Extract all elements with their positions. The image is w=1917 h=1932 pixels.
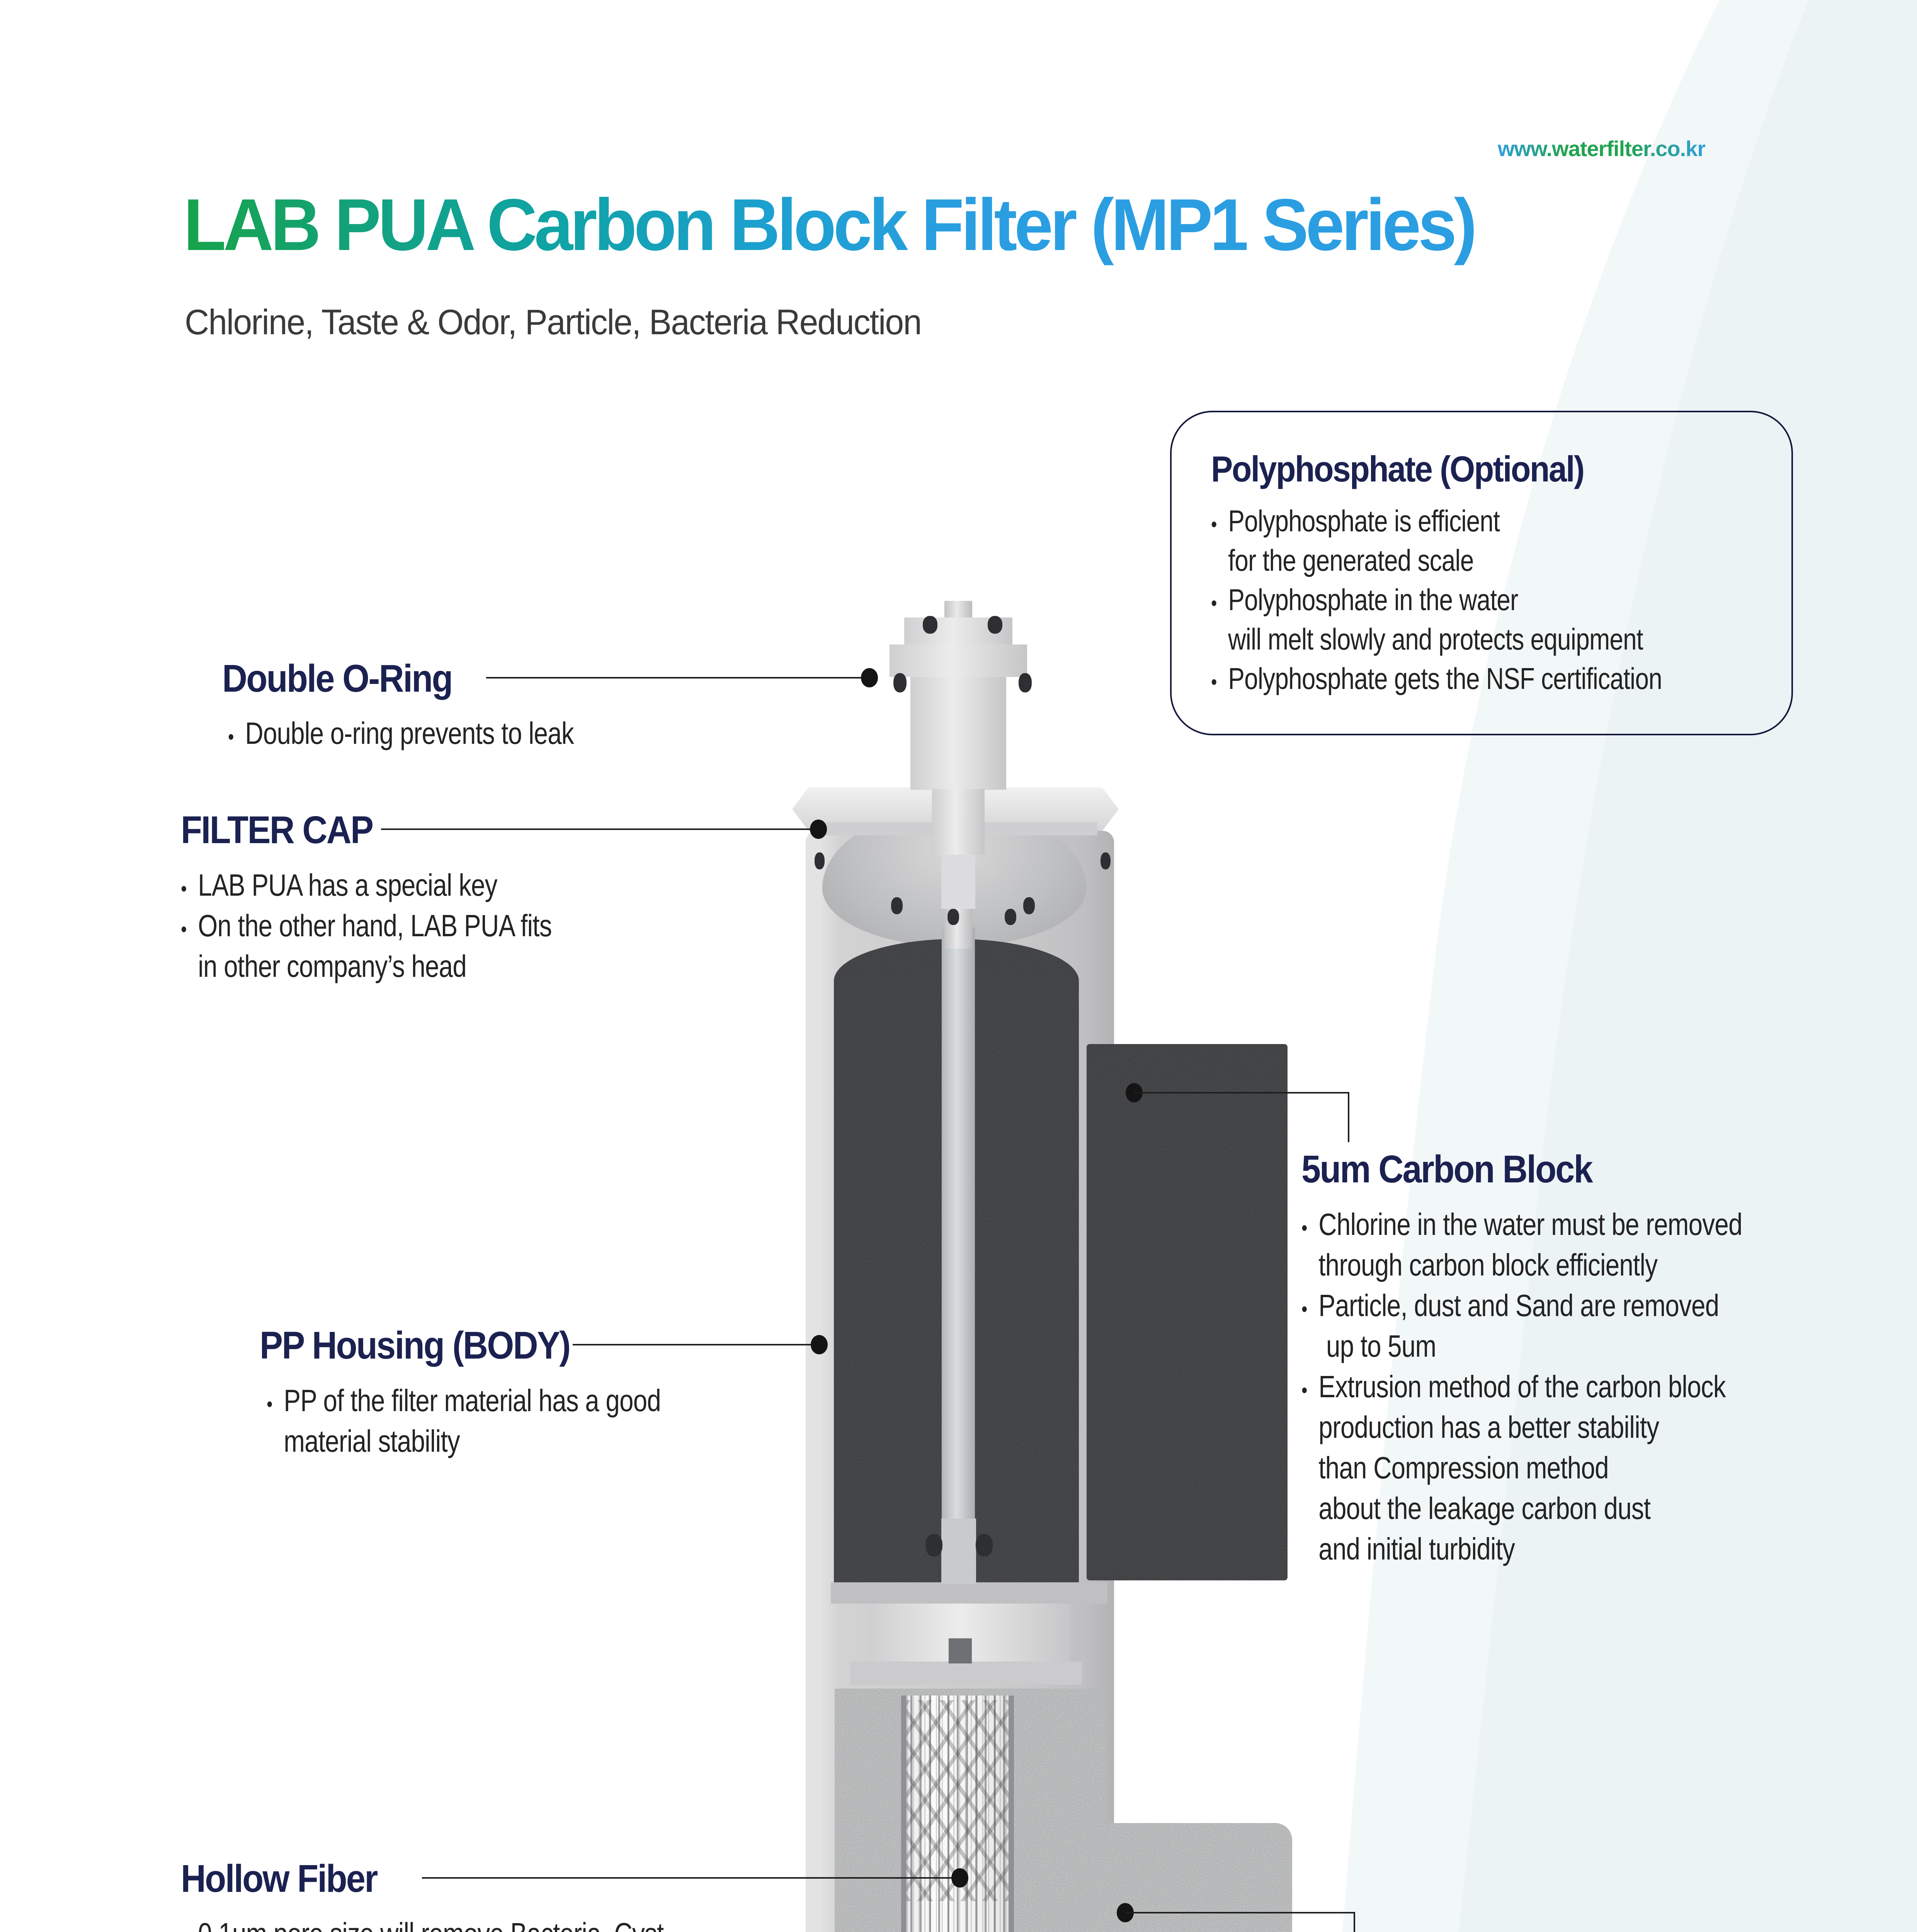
leader-line-sediment-h: [1125, 1912, 1355, 1913]
o-ring-mark-head-left: [815, 852, 825, 869]
top-cap-column: [910, 677, 1006, 790]
bullet-line: PP of the filter material has a good: [267, 1380, 661, 1421]
bullet-line: Polyphosphate gets the NSF certification: [1211, 659, 1662, 698]
bullet-line: LAB PUA has a special key: [181, 865, 552, 905]
callout-lines-filter-cap: LAB PUA has a special key On the other h…: [181, 865, 552, 986]
callout-title-hollow-fiber: Hollow Fiber: [181, 1857, 378, 1900]
bullet-line: Double o-ring prevents to leak: [228, 713, 574, 753]
bullet-line: On the other hand, LAB PUA fits: [181, 905, 552, 946]
fitting-o-ring-right: [976, 1534, 993, 1556]
mid-separator-plate: [831, 1582, 1107, 1604]
bullet-line: production has a better stability: [1318, 1410, 1659, 1444]
website-url: www.waterfilter.co.kr: [1498, 136, 1706, 161]
o-ring-mark-head-right: [1101, 852, 1111, 869]
leader-line-carbon-block-v: [1348, 1092, 1349, 1142]
o-ring-mark-inner-right: [1023, 897, 1035, 914]
o-ring-mark-top-right: [988, 616, 1002, 634]
page-title: LAB PUA Carbon Block Filter (MP1 Series): [184, 184, 1477, 266]
o-ring-mark-hub-right: [1005, 909, 1016, 925]
head-hub-lower: [941, 855, 975, 909]
o-ring-mark-top-left: [923, 616, 937, 634]
bullet-line: Chlorine in the water must be removed: [1301, 1204, 1742, 1245]
leader-dot-pp-housing: [811, 1335, 828, 1354]
bullet-line: than Compression method: [1318, 1451, 1609, 1485]
callout-lines-pp-housing: PP of the filter material has a good mat…: [267, 1380, 661, 1461]
bullet-line: about the leakage carbon dust: [1318, 1491, 1651, 1526]
callout-lines-polyphosphate: Polyphosphate is efficient for the gener…: [1211, 501, 1662, 698]
bullet-line: Particle, dust and Sand are removed: [1301, 1285, 1742, 1326]
bullet-line: material stability: [284, 1424, 460, 1458]
fitting-plug: [949, 1638, 972, 1663]
leader-dot-filter-cap: [810, 820, 827, 839]
bullet-line: 0.1um pore size will remove Bacteria, Cy…: [181, 1913, 664, 1932]
hollow-fiber-crosshatch: [907, 1700, 1009, 1901]
bullet-line: Polyphosphate in the water: [1211, 580, 1662, 619]
bullet-line: and initial turbidity: [1318, 1532, 1515, 1566]
leader-line-filter-cap: [381, 828, 818, 830]
bullet-line: for the generated scale: [1228, 543, 1474, 577]
fitting-o-ring-left: [925, 1534, 942, 1556]
o-ring-mark-inner-left: [891, 897, 903, 914]
hollow-fiber-bundle: [901, 1696, 1014, 1932]
leader-line-hollow-fiber: [422, 1877, 960, 1879]
leader-dot-double-o-ring: [861, 668, 878, 687]
leader-line-carbon-block-h: [1134, 1092, 1349, 1094]
callout-title-carbon-block: 5um Carbon Block: [1301, 1148, 1593, 1191]
leader-line-sediment-v: [1354, 1912, 1355, 1932]
bullet-line: in other company’s head: [198, 949, 467, 983]
callout-polyphosphate-box: Polyphosphate (Optional) Polyphosphate i…: [1170, 411, 1793, 735]
callout-title-polyphosphate: Polyphosphate (Optional): [1211, 449, 1585, 489]
callout-title-pp-housing: PP Housing (BODY): [260, 1324, 571, 1367]
callout-title-double-o-ring: Double O-Ring: [222, 657, 453, 700]
leader-line-double-o-ring: [486, 677, 869, 679]
carbon-block-zoom-panel: [1087, 1044, 1288, 1580]
leader-line-pp-housing: [573, 1344, 819, 1345]
bullet-line: through carbon block efficiently: [1318, 1248, 1658, 1282]
head-hub-upper: [932, 789, 985, 855]
bullet-line: Polyphosphate is efficient: [1211, 501, 1662, 541]
center-tube: [942, 927, 975, 1530]
o-ring-mark-hub-left: [947, 909, 959, 925]
leader-dot-hollow-fiber: [951, 1868, 968, 1888]
mid-separator-plate-lower: [850, 1662, 1082, 1685]
callout-lines-double-o-ring: Double o-ring prevents to leak: [228, 713, 574, 753]
callout-title-filter-cap: FILTER CAP: [181, 808, 374, 852]
callout-lines-carbon-block: Chlorine in the water must be removed th…: [1301, 1204, 1742, 1569]
page-subtitle: Chlorine, Taste & Odor, Particle, Bacter…: [185, 303, 922, 342]
sediment-zoom-panel: [1028, 1823, 1292, 1932]
bullet-line: up to 5um: [1326, 1329, 1436, 1363]
o-ring-mark-mid-left: [893, 673, 907, 692]
top-cap-tier2: [890, 645, 1027, 677]
bullet-line: will melt slowly and protects equipment: [1228, 622, 1643, 656]
bullet-line: Extrusion method of the carbon block: [1301, 1366, 1742, 1407]
o-ring-mark-mid-right: [1019, 673, 1032, 692]
callout-lines-hollow-fiber: 0.1um pore size will remove Bacteria, Cy…: [181, 1913, 664, 1932]
tube-end-fitting: [941, 1519, 976, 1584]
